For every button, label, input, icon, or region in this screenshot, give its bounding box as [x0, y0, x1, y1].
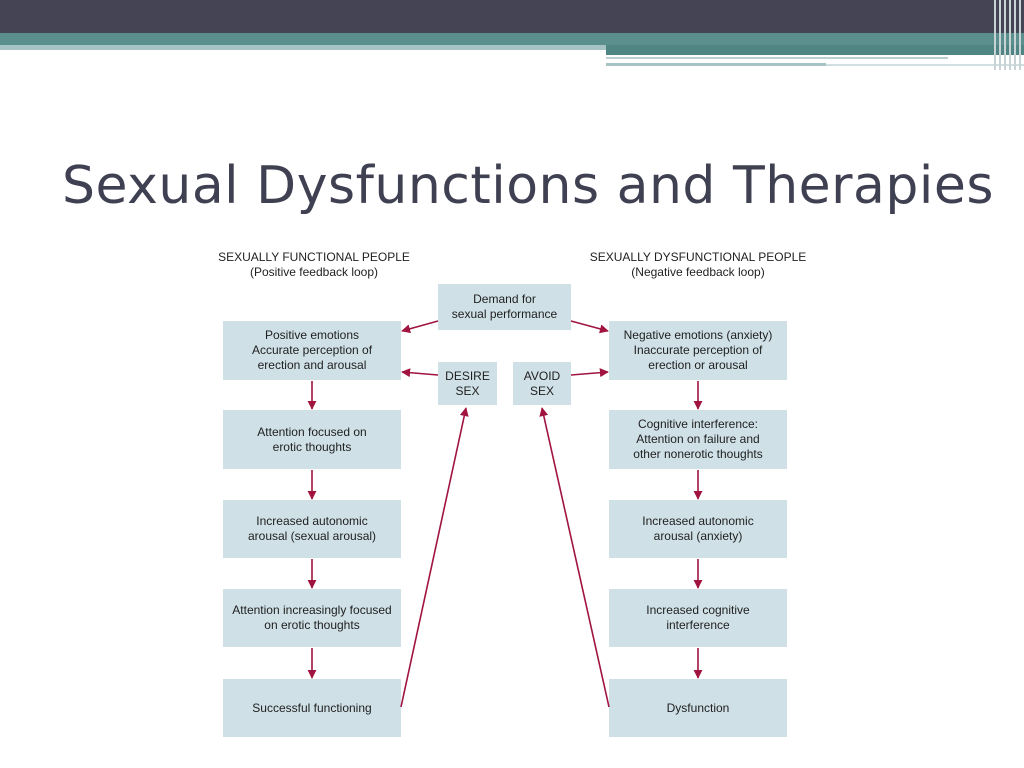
header-decor-line [826, 64, 1024, 66]
demand-box: Demand for sexual performance [438, 284, 571, 330]
left-step-box: Increased autonomic arousal (sexual arou… [223, 500, 401, 558]
left-step-box: Successful functioning [223, 679, 401, 737]
box-text: arousal (sexual arousal) [247, 529, 377, 543]
right-step-box: Cognitive interference: Attention on fai… [609, 410, 787, 469]
right-step-box: Dysfunction [609, 679, 787, 737]
box-text: erection and arousal [257, 358, 367, 372]
box-text: Positive emotions [264, 328, 360, 342]
box-text: arousal (anxiety) [653, 529, 743, 543]
box-text: erotic thoughts [272, 439, 352, 454]
box-text: interference [666, 618, 730, 632]
corner-stripes [992, 0, 1024, 70]
avoid-sex-box: AVOID SEX [513, 362, 571, 405]
right-step-box: Negative emotions (anxiety) Inaccurate p… [609, 321, 787, 380]
slide-title: Sexual Dysfunctions and Therapies [62, 156, 994, 216]
box-text: on erotic thoughts [264, 618, 360, 632]
box-text: erection or arousal [648, 358, 748, 372]
box-text: Successful functioning [252, 700, 372, 715]
left-heading-line: SEXUALLY FUNCTIONAL PEOPLE [218, 250, 410, 264]
arrow-dysfunction-to-avoid [539, 407, 610, 708]
box-text: sexual performance [451, 307, 558, 321]
box-text: Inaccurate perception of [633, 343, 763, 357]
left-column-heading: SEXUALLY FUNCTIONAL PEOPLE (Positive fee… [213, 250, 415, 280]
box-text: SEX [529, 383, 554, 398]
left-heading-subline: (Positive feedback loop) [249, 265, 379, 279]
arrow-avoid-to-negative [570, 368, 609, 378]
header-bar [0, 0, 1024, 33]
box-text: Increased cognitive [646, 603, 750, 617]
header-accent-band [0, 33, 1024, 45]
box-text: Attention focused on [257, 424, 367, 439]
box-text: other nonerotic thoughts [633, 447, 763, 461]
box-text: Accurate perception of [251, 343, 373, 357]
desire-sex-box: DESIRE SEX [438, 362, 497, 405]
arrow-demand-to-positive [401, 320, 439, 334]
arrow-success-to-desire [400, 407, 469, 708]
box-text: DESIRE [445, 368, 490, 383]
header-light-band [0, 45, 606, 50]
box-text: Negative emotions (anxiety) [623, 328, 773, 342]
right-heading-line: SEXUALLY DYSFUNCTIONAL PEOPLE [589, 250, 807, 264]
header-decor-line [606, 57, 948, 59]
box-text: Attention increasingly focused [232, 603, 392, 617]
box-text: AVOID [523, 368, 561, 383]
right-heading-subline: (Negative feedback loop) [631, 265, 765, 279]
box-text: SEX [455, 383, 480, 398]
header-decor-line [606, 63, 826, 66]
right-step-box: Increased autonomic arousal (anxiety) [609, 500, 787, 558]
left-step-box: Attention increasingly focused on erotic… [223, 589, 401, 647]
box-text: Increased autonomic [256, 514, 368, 528]
box-text: Demand for [473, 292, 536, 306]
header-right-block [606, 45, 1024, 55]
box-text: Attention on failure and [636, 432, 760, 446]
arrow-demand-to-negative [570, 320, 609, 334]
arrow-desire-to-positive [401, 368, 439, 378]
box-text: Increased autonomic [642, 514, 754, 528]
left-step-box: Positive emotions Accurate perception of… [223, 321, 401, 380]
left-step-box: Attention focused on erotic thoughts [223, 410, 401, 469]
right-step-box: Increased cognitive interference [609, 589, 787, 647]
box-text: Cognitive interference: [637, 417, 759, 431]
right-column-heading: SEXUALLY DYSFUNCTIONAL PEOPLE (Negative … [585, 250, 811, 280]
box-text: Dysfunction [666, 700, 730, 715]
